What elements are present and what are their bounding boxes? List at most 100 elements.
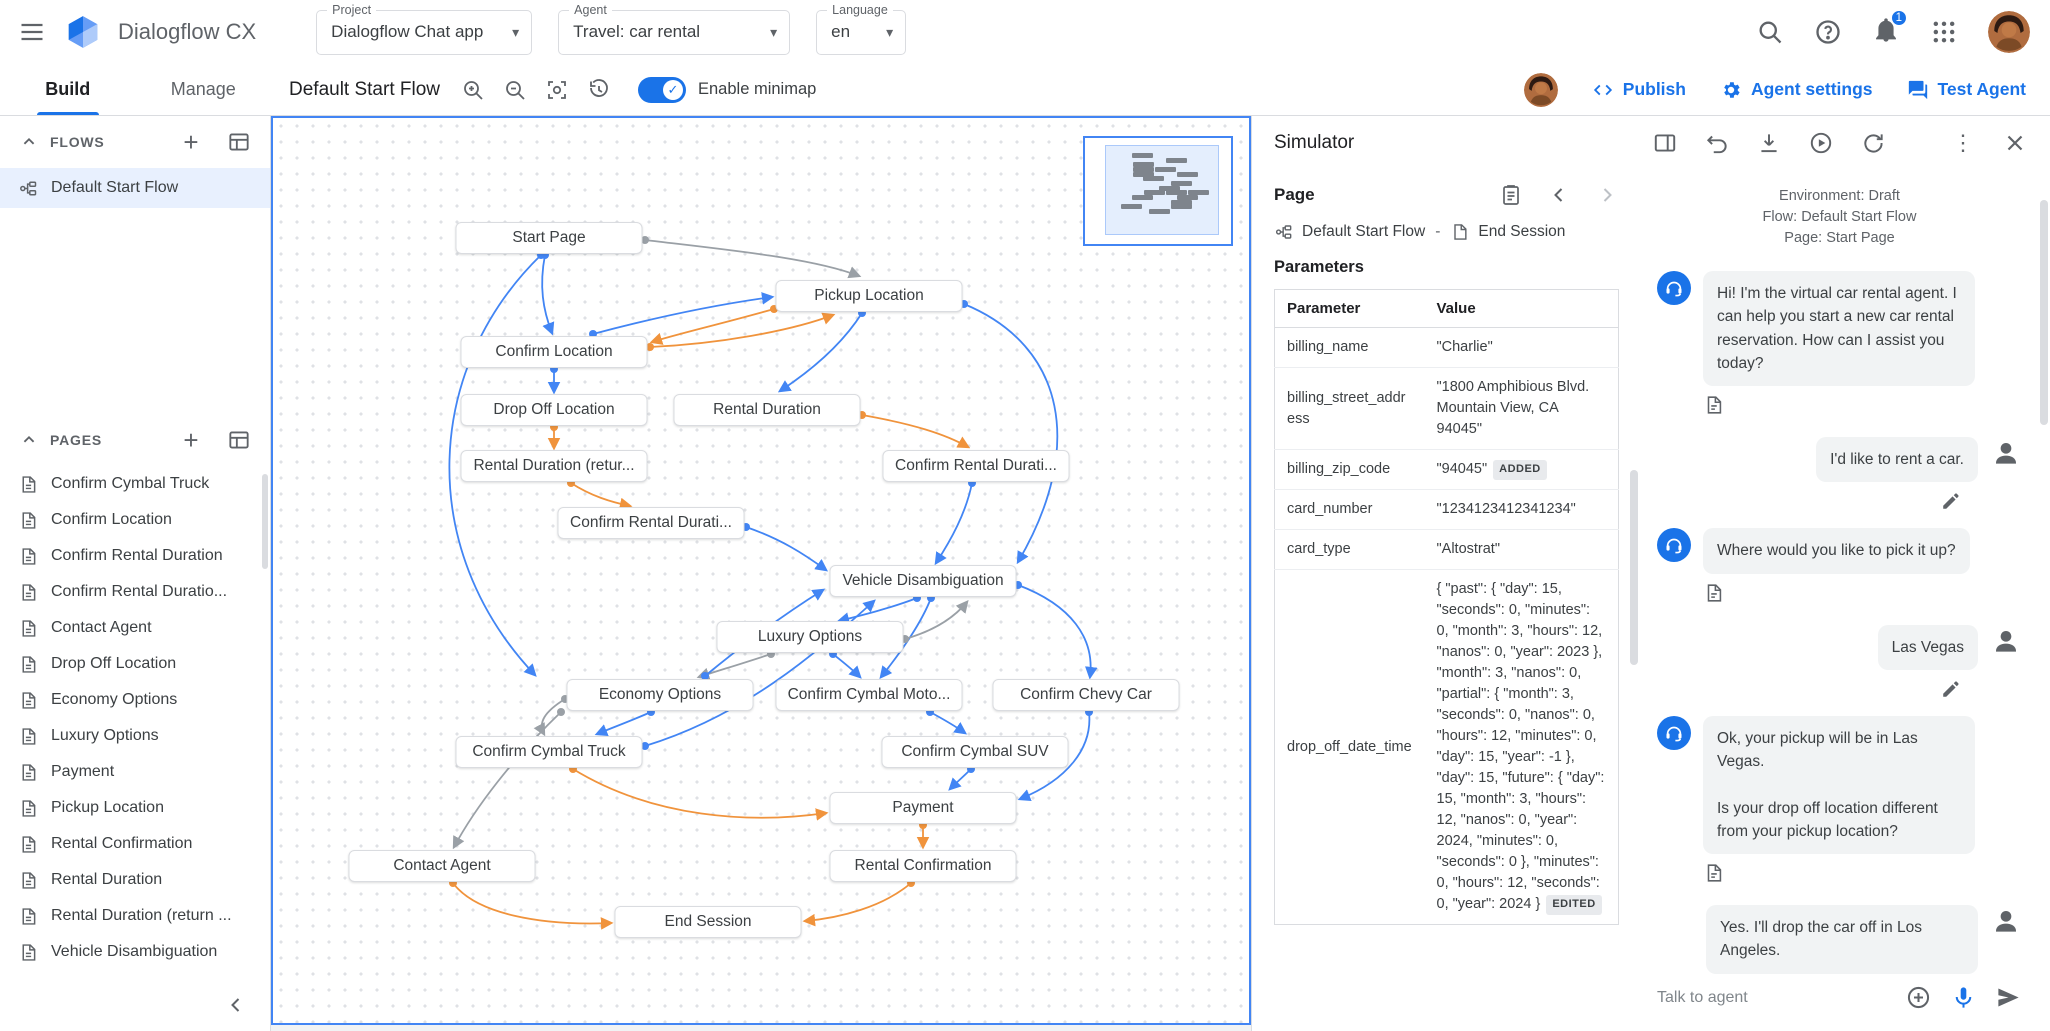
zoom-in-icon[interactable] (452, 70, 494, 110)
agent-select[interactable]: Agent Travel: car rental ▾ (558, 2, 791, 55)
tab-build[interactable]: Build (0, 64, 136, 115)
search-icon[interactable] (1756, 18, 1784, 46)
param-row[interactable]: card_number"1234123412341234" (1274, 489, 1619, 530)
sidebar-item-default-start-flow[interactable]: Default Start Flow (0, 168, 270, 208)
publish-button[interactable]: Publish (1592, 79, 1686, 101)
download-icon[interactable] (1756, 130, 1782, 156)
param-row[interactable]: billing_name"Charlie" (1275, 328, 1619, 368)
chevron-up-icon[interactable] (18, 131, 40, 153)
original-response-icon[interactable] (1703, 394, 1725, 416)
param-row[interactable]: billing_zip_code"94045"ADDED (1274, 449, 1619, 490)
chevron-up-icon[interactable] (18, 429, 40, 451)
flow-node-confirm-location[interactable]: Confirm Location (460, 336, 648, 368)
add-page-icon[interactable]: + (178, 427, 204, 453)
sidebar-item-page[interactable]: Rental Confirmation (0, 826, 270, 862)
param-row[interactable]: billing_street_address"1800 Amphibious B… (1274, 367, 1619, 450)
flow-node-economy-options[interactable]: Economy Options (566, 679, 754, 711)
project-select[interactable]: Project Dialogflow Chat app ▾ (316, 2, 533, 55)
sidebar-item-page[interactable]: Confirm Location (0, 502, 270, 538)
restart-icon[interactable] (1860, 130, 1886, 156)
add-attachment-icon[interactable] (1905, 984, 1932, 1011)
minimap-toggle[interactable]: Enable minimap (638, 76, 816, 103)
sidebar-item-page[interactable]: Vehicle Disambiguation (0, 934, 270, 970)
flow-node-confirm-cymbal-truck[interactable]: Confirm Cymbal Truck (455, 736, 643, 768)
send-icon[interactable] (1995, 984, 2022, 1011)
minimap-node-bar (1155, 167, 1176, 172)
minimap-toggle-switch[interactable] (638, 76, 686, 103)
flow-node-rental-duration-return[interactable]: Rental Duration (retur... (460, 450, 648, 482)
flow-line: Flow: Default Start Flow (1762, 209, 1917, 226)
sidebar-item-page[interactable]: Contact Agent (0, 610, 270, 646)
minimap[interactable] (1083, 136, 1233, 246)
collapse-sidebar-icon[interactable] (224, 993, 248, 1017)
more-vert-icon[interactable]: ⋮ (1952, 130, 1974, 155)
minimap-node-bar (1177, 172, 1198, 177)
chevron-right-icon[interactable] (1595, 183, 1619, 207)
sidebar-item-page[interactable]: Economy Options (0, 682, 270, 718)
breadcrumb-flow[interactable]: Default Start Flow (1302, 223, 1426, 240)
add-flow-icon[interactable]: + (178, 129, 204, 155)
flow-node-start-page[interactable]: Start Page (455, 222, 643, 254)
sidebar-item-page[interactable]: Rental Duration (0, 862, 270, 898)
language-select[interactable]: Language en ▾ (816, 2, 907, 55)
breadcrumb-page[interactable]: End Session (1478, 223, 1566, 240)
sidebar-item-page[interactable]: Confirm Cymbal Truck (0, 466, 270, 502)
sidebar-item-page[interactable]: Confirm Rental Duration (0, 538, 270, 574)
flow-node-confirm-chevy-car[interactable]: Confirm Chevy Car (992, 679, 1180, 711)
flow-node-confirm-rental-duration-1[interactable]: Confirm Rental Durati... (882, 450, 1070, 482)
flows-table-view-icon[interactable] (226, 129, 252, 155)
center-focus-icon[interactable] (536, 70, 578, 110)
pages-scrollbar[interactable] (262, 474, 268, 569)
flow-node-confirm-rental-duration-2[interactable]: Confirm Rental Durati... (557, 507, 745, 539)
param-row[interactable]: drop_off_date_time{ "past": { "day": 15,… (1274, 569, 1619, 925)
chat-scrollbar[interactable] (2040, 200, 2048, 425)
flow-node-confirm-cymbal-suv[interactable]: Confirm Cymbal SUV (881, 736, 1069, 768)
menu-icon[interactable] (18, 18, 46, 46)
flow-node-luxury-options[interactable]: Luxury Options (716, 621, 904, 653)
pages-table-view-icon[interactable] (226, 427, 252, 453)
parameters-scrollbar[interactable] (1630, 470, 1638, 665)
flow-node-end-session[interactable]: End Session (614, 906, 802, 938)
help-icon[interactable] (1814, 18, 1842, 46)
sidebar-item-page[interactable]: Rental Duration (return ... (0, 898, 270, 934)
edit-message-icon[interactable] (1940, 678, 1962, 700)
reset-zoom-icon[interactable] (578, 70, 620, 110)
chevron-left-icon[interactable] (1547, 183, 1571, 207)
edit-message-icon[interactable] (1940, 490, 1962, 512)
talk-to-agent-input[interactable] (1657, 988, 1887, 1007)
undo-icon[interactable] (1704, 130, 1730, 156)
param-name: drop_off_date_time (1274, 569, 1425, 925)
flow-node-confirm-cymbal-moto[interactable]: Confirm Cymbal Moto... (775, 679, 963, 711)
tab-manage[interactable]: Manage (170, 79, 236, 99)
original-response-icon[interactable] (1703, 582, 1725, 604)
agent-settings-button[interactable]: Agent settings (1720, 79, 1873, 101)
apps-grid-icon[interactable] (1930, 18, 1958, 46)
play-icon[interactable] (1808, 130, 1834, 156)
flow-node-contact-agent[interactable]: Contact Agent (348, 850, 536, 882)
flow-node-rental-duration[interactable]: Rental Duration (673, 394, 861, 426)
sidebar-item-page[interactable]: Confirm Rental Duratio... (0, 574, 270, 610)
flow-node-payment[interactable]: Payment (829, 792, 1017, 824)
dock-panel-icon[interactable] (1652, 130, 1678, 156)
microphone-icon[interactable] (1950, 984, 1977, 1011)
zoom-out-icon[interactable] (494, 70, 536, 110)
notifications-icon[interactable] (1872, 16, 1900, 44)
original-response-icon[interactable] (1703, 862, 1725, 884)
sidebar-item-page[interactable]: Luxury Options (0, 718, 270, 754)
flow-node-drop-off-location[interactable]: Drop Off Location (460, 394, 648, 426)
test-agent-button[interactable]: Test Agent (1907, 79, 2026, 101)
user-avatar[interactable] (1988, 11, 2030, 53)
flow-node-vehicle-disambiguation[interactable]: Vehicle Disambiguation (829, 565, 1017, 597)
collaborator-avatar[interactable] (1523, 72, 1558, 107)
flow-node-rental-confirmation[interactable]: Rental Confirmation (829, 850, 1017, 882)
page-icon (18, 654, 39, 675)
param-row[interactable]: card_type"Altostrat" (1274, 529, 1619, 570)
sidebar-item-page[interactable]: Payment (0, 754, 270, 790)
sidebar-item-page[interactable]: Pickup Location (0, 790, 270, 826)
flow-node-pickup-location[interactable]: Pickup Location (775, 280, 963, 312)
sidebar-item-page[interactable]: Drop Off Location (0, 646, 270, 682)
close-icon[interactable] (2002, 130, 2028, 156)
notes-icon[interactable] (1499, 183, 1523, 207)
